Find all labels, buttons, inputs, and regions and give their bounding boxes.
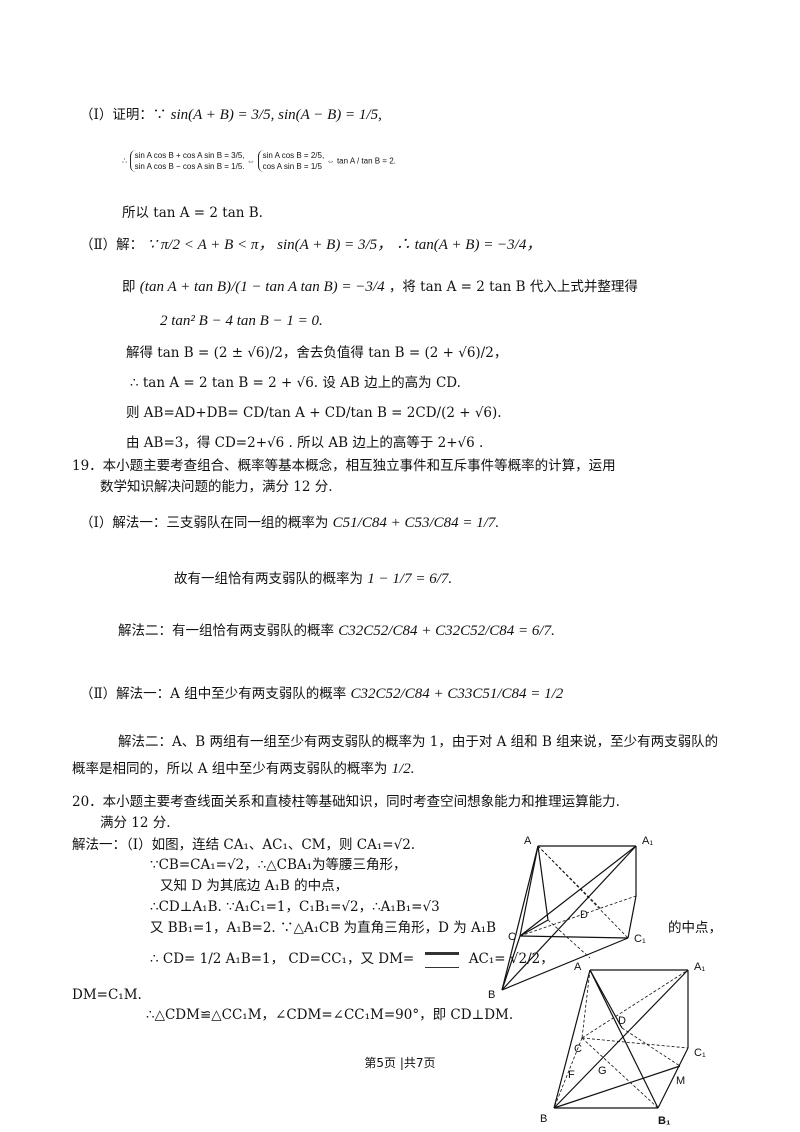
fig1-label-d: D [580, 909, 588, 921]
q20-heading-2: 满分 12 分. [100, 815, 171, 831]
fig2-label-b1: B₁ [658, 1115, 671, 1127]
solve-tanB: 解得 tan B = (2 ± √6)/2，舍去负值得 tan B = (2 +… [126, 345, 508, 361]
q19-part2-method2-cont: 概率是相同的，所以 A 组中至少有两支弱队的概率为 1/2. [72, 761, 415, 777]
part1-given: sin(A + B) = 3/5, sin(A − B) = 1/5, [170, 107, 382, 123]
q19-p1-formula: C51/C84 + C53/C84 = 1/7. [332, 515, 500, 531]
fig2-label-a1: A₁ [694, 961, 705, 973]
part2-label: （Ⅱ）解： [80, 237, 144, 253]
fig1-label-c1: C₁ [634, 933, 646, 945]
q20-heading: 20．本小题主要考查线面关系和直棱柱等基础知识，同时考查空间想象能力和推理运算能… [72, 794, 620, 810]
quadratic-equation: 2 tan² B − 4 tan B − 1 = 0. [160, 313, 323, 329]
fig2-label-c1: C₁ [694, 1047, 706, 1059]
ab-expression: 则 AB=AD+DB= CD/tan A + CD/tan B = 2CD/(2… [126, 405, 502, 421]
fig2-label-c: C [574, 1043, 582, 1055]
q20-step6: ∴ CD= 1/2 A₁B=1， CD=CC₁，又 DM= AC₁= √2/2， [150, 951, 554, 968]
q20-step5-tail: 的中点， [668, 920, 722, 936]
fig1-label-a1: A₁ [642, 835, 653, 847]
q20-step4: ∴CD⊥A₁B. ∵A₁C₁=1，C₁B₁=√2，∴A₁B₁=√3 [150, 899, 440, 915]
q20-step5: 又 BB₁=1，A₁B=2. ∵△A₁CB 为直角三角形，D 为 A₁B [150, 920, 497, 936]
system-row-3: sin A cos B = 2/5, [262, 151, 325, 160]
q19-part1-method1: （Ⅰ）解法一：三支弱队在同一组的概率为 C51/C84 + C53/C84 = … [80, 515, 500, 531]
part1-label: （Ⅰ）证明：∵ [80, 107, 167, 123]
part2-line2: 即 (tan A + tan B)/(1 − tan A tan B) = −3… [122, 279, 638, 295]
height-conclusion: 由 AB=3，得 CD=2+√6 . 所以 AB 边上的高等于 2+√6 . [126, 435, 484, 451]
tan-sum-formula: (tan A + tan B)/(1 − tan A tan B) = −3/4 [139, 279, 385, 295]
system-row-4: cos A sin B = 1/5 [262, 162, 322, 171]
q20-step3: 又知 D 为其底边 A₁B 的中点， [160, 878, 349, 894]
prism-figure-1: A A₁ C C₁ D B [488, 835, 653, 1000]
tanA-value: ∴ tan A = 2 tan B = 2 + √6. 设 AB 边上的高为 C… [130, 375, 461, 391]
q19-p1-complement-formula: 1 − 1/7 = 6/7. [367, 571, 453, 587]
prism-figure-2: A A₁ C C₁ D F G M B B₁ [540, 961, 706, 1127]
part2-line1: （Ⅱ）解： ∵ π/2 < A + B < π， sin(A + B) = 3/… [80, 236, 541, 254]
fig2-label-f: F [568, 1069, 575, 1081]
fig1-label-c: C [508, 931, 516, 943]
q19-heading-2: 数学知识解决问题的能力，满分 12 分. [100, 479, 333, 495]
fig2-label-a: A [574, 961, 582, 973]
part2-given: ∵ π/2 < A + B < π， sin(A + B) = 3/5， ∴ t… [147, 237, 542, 253]
q20-step2: ∵CB=CA₁=√2，∴△CBA₁为等腰三角形， [150, 857, 407, 873]
q20-step8: ∴△CDM≌△CC₁M，∠CDM=∠CC₁M=90°，即 CD⊥DM. [146, 1007, 514, 1023]
q20-step7: DM=C₁M. [72, 987, 142, 1003]
fig1-label-a: A [524, 835, 532, 847]
q19-p2-result: 1/2. [391, 761, 415, 777]
page-footer: 第5页 |共7页 [364, 1056, 436, 1070]
system-result: ⇔ tan A / tan B = 2. [326, 156, 396, 166]
dm-blurred-formula [424, 951, 459, 968]
q19-part2-method1: （Ⅱ）解法一：A 组中至少有两支弱队的概率 C32C52/C84 + C33C5… [80, 686, 564, 702]
system-row-1: sin A cos B + cos A sin B = 3/5, [134, 151, 245, 160]
q19-part1-complement: 故有一组恰有两支弱队的概率为 1 − 1/7 = 6/7. [174, 571, 453, 587]
fig2-label-m: M [676, 1075, 685, 1087]
q20-step1: 解法一：（Ⅰ）如图，连结 CA₁、AC₁、CM，则 CA₁=√2. [72, 837, 416, 853]
q19-heading: 19．本小题主要考查组合、概率等基本概念，相互独立事件和互斥事件等概率的计算，运… [72, 458, 616, 474]
fig2-label-d: D [618, 1015, 626, 1027]
part1-proof-line: （Ⅰ）证明：∵ sin(A + B) = 3/5, sin(A − B) = 1… [80, 106, 382, 124]
system-row-2: sin A cos B − cos A sin B = 1/5. [134, 162, 245, 171]
q19-p1-method2-formula: C32C52/C84 + C32C52/C84 = 6/7. [338, 623, 555, 639]
system-equations: ∴ sin A cos B + cos A sin B = 3/5, sin A… [122, 150, 396, 172]
q19-part1-method2: 解法二：有一组恰有两支弱队的概率 C32C52/C84 + C32C52/C84… [118, 623, 555, 639]
fig2-label-b: B [540, 1113, 547, 1125]
fig1-label-b: B [488, 989, 495, 1000]
fig2-label-g: G [598, 1065, 607, 1077]
q19-p2-formula: C32C52/C84 + C33C51/C84 = 1/2 [350, 686, 564, 702]
q19-part2-method2: 解法二：A、B 两组有一组至少有两支弱队的概率为 1，由于对 A 组和 B 组来… [118, 734, 719, 750]
part1-conclusion: 所以 tan A = 2 tan B. [122, 205, 263, 221]
